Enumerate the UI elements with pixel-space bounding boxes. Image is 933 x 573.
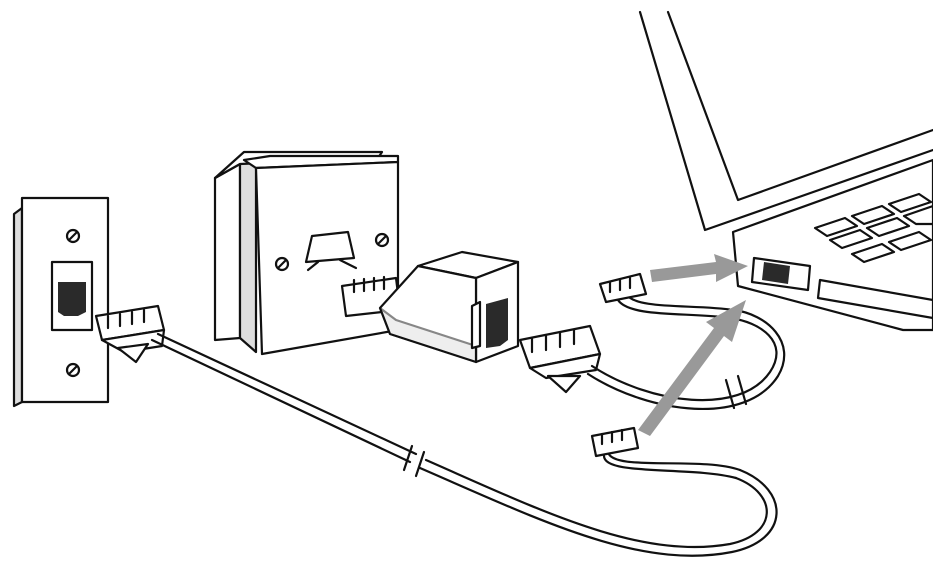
arrow-to-laptop-port [650,254,748,282]
adapter-icon [340,250,520,364]
arrow-from-bottom-plug [638,300,746,436]
laptop-ethernet-port [750,256,812,292]
laptop-icon [638,10,933,332]
master-socket-icon [213,150,400,356]
laptop-slot [816,278,933,320]
wall-socket-icon [12,196,110,408]
keyboard-keys [813,192,933,264]
network-cable-icon [518,272,786,410]
phone-cable-icon [94,304,778,557]
